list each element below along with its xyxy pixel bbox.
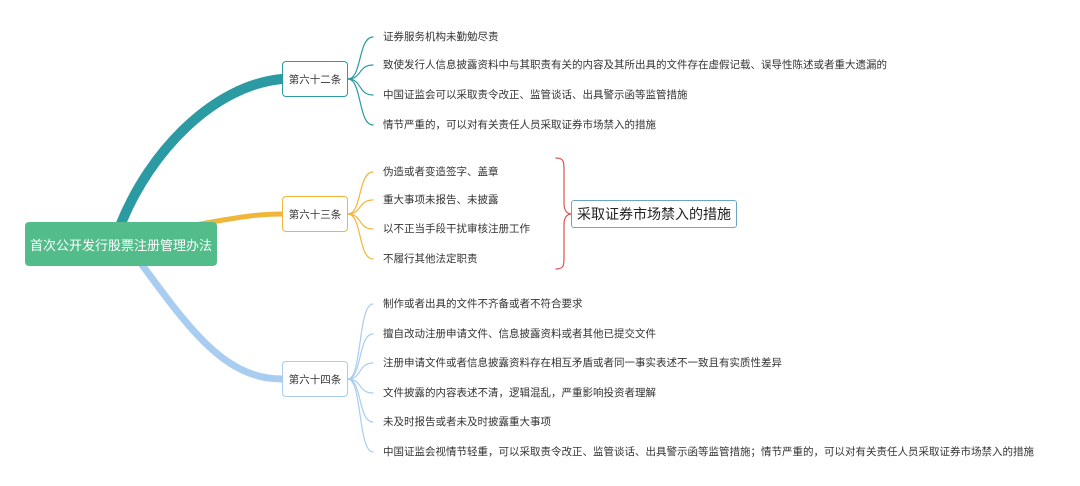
root-node[interactable]: 首次公开发行股票注册管理办法 [25, 222, 217, 266]
leaf-62-4[interactable]: 情节严重的，可以对有关责任人员采取证券市场禁入的措施 [383, 119, 656, 131]
leaf-64-2[interactable]: 擅自改动注册申请文件、信息披露资料或者其他已提交文件 [383, 328, 656, 340]
sec3-sub-connectors [347, 303, 374, 453]
connector-root-sec1 [115, 74, 287, 231]
leaf-64-5[interactable]: 未及时报告或者未及时披露重大事项 [383, 416, 551, 428]
leaf-64-4[interactable]: 文件披露的内容表述不清，逻辑混乱，严重影响投资者理解 [383, 387, 656, 399]
leaf-62-1[interactable]: 证券服务机构未勤勉尽责 [383, 31, 499, 43]
leaf-62-2[interactable]: 致使发行人信息披露资料中与其职责有关的内容及其所出具的文件存在虚假记载、误导性陈… [383, 59, 887, 71]
leaf-64-6[interactable]: 中国证监会视情节轻重，可以采取责令改正、监管谈话、出具警示函等监管措施；情节严重… [383, 446, 1034, 458]
section-node-64[interactable]: 第六十四条 [282, 361, 348, 397]
leaf-63-1[interactable]: 伪造或者变造签字、盖章 [383, 166, 499, 178]
sec2-sub-connectors [347, 171, 374, 260]
summary-callout[interactable]: 采取证券市场禁入的措施 [571, 200, 737, 228]
leaf-64-1[interactable]: 制作或者出具的文件不齐备或者不符合要求 [383, 298, 583, 310]
leaf-64-3[interactable]: 注册申请文件或者信息披露资料存在相互矛盾或者同一事实表述不一致且有实质性差异 [383, 357, 782, 369]
leaf-63-2[interactable]: 重大事项未报告、未披露 [383, 194, 499, 206]
leaf-63-3[interactable]: 以不正当手段干扰审核注册工作 [383, 223, 530, 235]
connector-root-sec3 [136, 258, 286, 383]
section-node-62[interactable]: 第六十二条 [282, 61, 348, 97]
leaf-62-3[interactable]: 中国证监会可以采取责令改正、监管谈话、出具警示函等监管措施 [383, 89, 688, 101]
leaf-63-4[interactable]: 不履行其他法定职责 [383, 253, 478, 265]
sec1-sub-connectors [347, 36, 374, 126]
summary-brace [555, 157, 573, 270]
section-node-63[interactable]: 第六十三条 [282, 196, 348, 232]
